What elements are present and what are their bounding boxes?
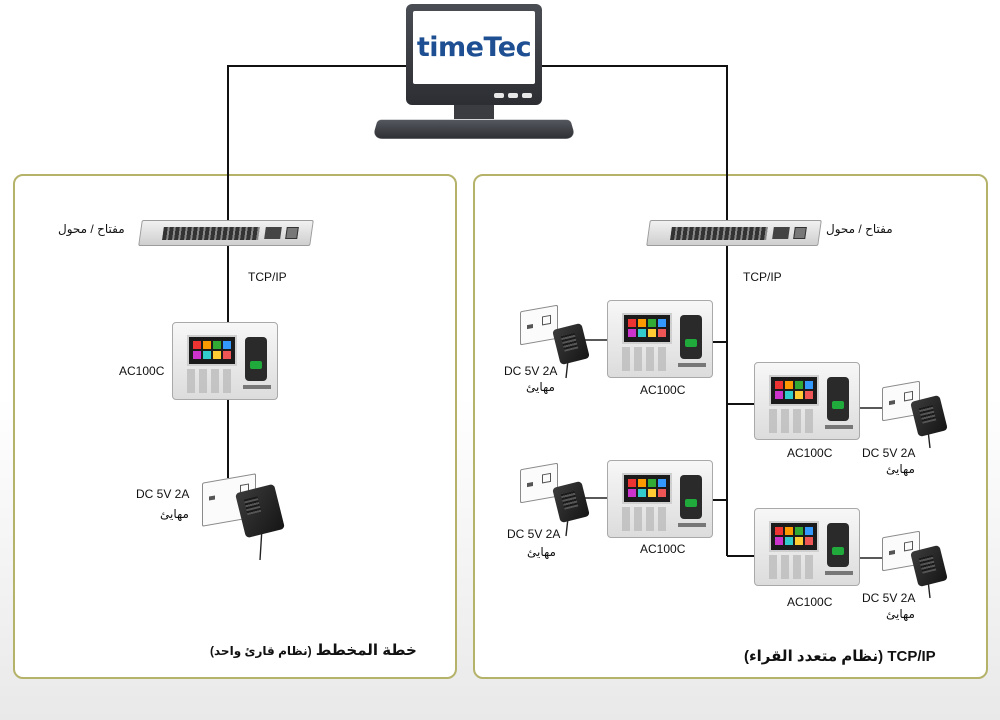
fingerprint-sensor-icon xyxy=(827,377,849,421)
network-switch-right xyxy=(646,220,822,246)
device-2-label: AC100C xyxy=(640,542,686,556)
fingerprint-sensor-icon xyxy=(680,315,702,359)
right-switch-label: مفتاح / محول xyxy=(826,222,893,236)
left-power-label: DC 5V 2A xyxy=(136,487,190,501)
device-4-label: AC100C xyxy=(787,595,833,609)
computer-monitor: timeTec xyxy=(406,4,542,105)
single-reader-panel xyxy=(13,174,457,679)
monitor-screen: timeTec xyxy=(413,11,535,84)
brand-logo: timeTec xyxy=(416,32,532,63)
device-3-adapter-label: مهايئ xyxy=(886,462,915,476)
device-1-adapter-label: مهايئ xyxy=(526,380,555,394)
fingerprint-sensor-icon xyxy=(680,475,702,519)
device-1-power-label: DC 5V 2A xyxy=(504,364,558,378)
left-protocol-label: TCP/IP xyxy=(248,270,287,284)
wall-socket-icon xyxy=(520,462,558,504)
device-1-label: AC100C xyxy=(640,383,686,397)
fingerprint-sensor-icon xyxy=(245,337,267,381)
right-protocol-label: TCP/IP xyxy=(743,270,782,284)
right-title-main: TCP/IP xyxy=(887,648,936,665)
device-2-adapter-label: مهايئ xyxy=(527,545,556,559)
left-panel-title: خطة المخطط (نظام قارئ واحد) xyxy=(210,641,417,659)
left-adapter-label: مهايئ xyxy=(160,507,189,521)
right-title-sub: (نظام متعدد القراء) xyxy=(744,648,884,665)
brand-logo-part1: time xyxy=(416,32,484,63)
left-title-sub: (نظام قارئ واحد) xyxy=(210,644,312,658)
device-3-label: AC100C xyxy=(787,446,833,460)
ac100c-device-3 xyxy=(754,362,860,440)
device-2-power-label: DC 5V 2A xyxy=(507,527,561,541)
device-4-power-label: DC 5V 2A xyxy=(862,591,916,605)
ac100c-device-4 xyxy=(754,508,860,586)
ac100c-device-2 xyxy=(607,460,713,538)
network-switch-left xyxy=(138,220,314,246)
device-4-adapter-label: مهايئ xyxy=(886,607,915,621)
monitor-buttons xyxy=(494,93,532,98)
brand-logo-part2: Tec xyxy=(483,32,532,63)
left-title-main: خطة المخطط xyxy=(315,642,417,659)
monitor-stand xyxy=(454,105,494,119)
ac100c-device-main xyxy=(172,322,278,400)
left-switch-label: مفتاح / محول xyxy=(58,222,125,236)
wall-socket-icon xyxy=(520,304,558,346)
keyboard xyxy=(372,119,576,139)
left-device-label: AC100C xyxy=(119,364,165,378)
fingerprint-sensor-icon xyxy=(827,523,849,567)
device-3-power-label: DC 5V 2A xyxy=(862,446,916,460)
multi-reader-panel xyxy=(473,174,988,679)
right-panel-title: TCP/IP (نظام متعدد القراء) xyxy=(744,647,936,665)
ac100c-device-1 xyxy=(607,300,713,378)
